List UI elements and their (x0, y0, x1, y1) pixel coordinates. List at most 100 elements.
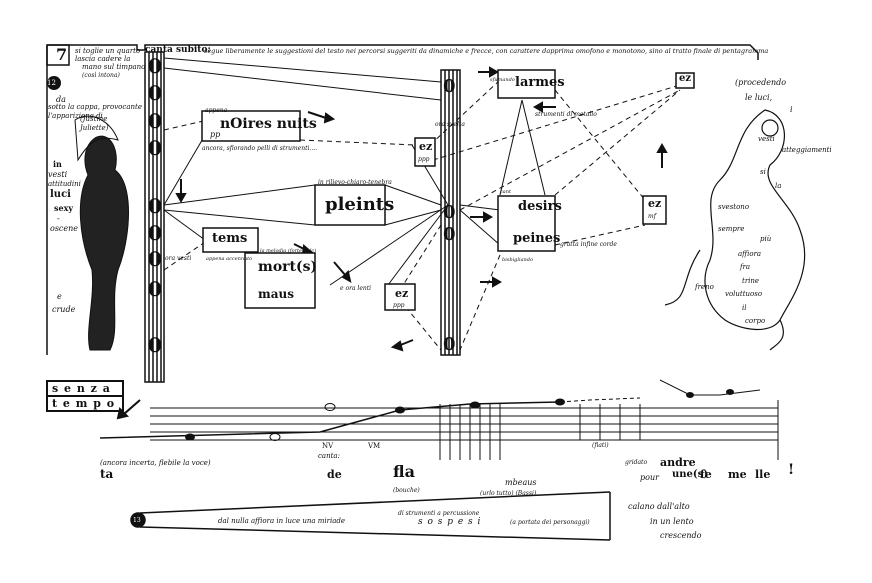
right-line-10: più (760, 235, 772, 243)
lyric-bouche: (bouche) (393, 487, 420, 494)
word-sfumando: sfumando (490, 77, 515, 83)
word-melodia: la melodia (forte dolc) (260, 248, 317, 254)
circle-label-b: 13 (133, 517, 141, 524)
word-cant: cant (500, 189, 512, 195)
text-crescendo: crescendo (660, 531, 702, 540)
lyric-lle: lle (755, 468, 771, 481)
right-freno: freno (695, 283, 714, 291)
left-line-4: Juliette) (80, 124, 109, 132)
svg-text:0: 0 (148, 277, 162, 301)
left-staff-notes: 00 00 00 00 0 (148, 54, 162, 357)
lyric-fla: fla (393, 462, 415, 481)
left-col-9: crude (52, 305, 76, 314)
word-larmes: larmes (515, 75, 565, 90)
word-tems: tems (212, 231, 248, 246)
svg-text:0: 0 (148, 194, 162, 218)
word-maus: maus (258, 287, 294, 301)
left-da: da (56, 95, 66, 104)
header-left-3: mano sul timpano (82, 63, 146, 71)
right-line-13: trine (742, 277, 760, 285)
left-col-3: attitudini (48, 180, 81, 188)
svg-text:0: 0 (148, 247, 162, 271)
senza-label: s e n z a (52, 382, 111, 395)
word-pleints: pleints (325, 194, 395, 215)
header-instruction: segue liberamente le suggestioni del tes… (204, 47, 769, 55)
svg-text:0: 0 (148, 221, 162, 245)
wedge-strumenti: di strumenti a percussione (398, 510, 480, 517)
right-line-12: fra (740, 263, 751, 271)
right-line-6: si (760, 168, 766, 176)
word-desirs: desirs (518, 199, 562, 214)
bottom-staff (99, 379, 779, 460)
svg-text:0: 0 (443, 76, 456, 97)
right-line-1: (procedendo (735, 78, 787, 87)
text-calano: calano dall'alto (628, 502, 690, 511)
text-lento: in un lento (650, 517, 694, 526)
wedge-sospesi: s o s p e s i (418, 517, 482, 527)
word-ez-1: ez (395, 287, 409, 300)
lyric-fiati: (fiati) (592, 442, 609, 449)
header-left-4: (così intona) (82, 72, 120, 79)
right-staff-column (440, 69, 461, 356)
right-line-15: il (742, 304, 747, 312)
svg-text:0: 0 (148, 54, 162, 78)
left-line-3: (Justine (80, 115, 108, 123)
lyric-me: me (728, 468, 747, 481)
left-col-7: oscene (50, 224, 79, 233)
circle-label-a: 12 (47, 79, 56, 87)
dyn-mf: mf (648, 213, 656, 220)
lyric-ta: ta (100, 467, 114, 481)
lyric-gridato: gridato (625, 459, 648, 466)
word-ez-4: ez (679, 73, 692, 84)
svg-text:0: 0 (148, 136, 162, 160)
dyn-ppp-1: ppp (393, 302, 405, 309)
right-line-9: sempre (718, 225, 745, 233)
header-left-1: si toglie un quarto (75, 47, 141, 55)
left-staff-column (144, 51, 165, 383)
right-line-4: vesti (758, 135, 775, 143)
lyric-andre: andre (660, 456, 696, 469)
right-line-7: la (775, 182, 782, 190)
word-strumenti-metallo: strumenti di metallo (535, 111, 597, 118)
right-line-16: corpo (745, 317, 766, 325)
senza-tempo-box (46, 380, 124, 412)
lyric-canta: canta: (318, 452, 340, 460)
svg-text:0: 0 (443, 202, 456, 223)
word-noires-nuits: nOires nuits (220, 116, 317, 132)
right-line-11: affiora (738, 250, 762, 258)
word-appena: appena (205, 107, 228, 114)
left-line-2: l'apparizione di (48, 112, 103, 120)
svg-text:0: 0 (148, 109, 162, 133)
word-ora-vesti: ora vesti (165, 255, 192, 262)
dashed-path-lines (163, 79, 681, 351)
svg-text:0: 0 (443, 224, 456, 245)
bottom-staff-notes (185, 389, 734, 441)
section-number: 7 (56, 45, 68, 64)
word-gratta: gratta infine corde (560, 241, 617, 248)
lyric-mbeaus: mbeaus (505, 478, 537, 487)
header-left-2: lascia cadere la (75, 55, 131, 63)
word-appena-accennato: appena accennato (206, 256, 253, 262)
figure-left (74, 115, 129, 351)
path-lines (163, 57, 546, 286)
bottom-wedge (130, 491, 611, 541)
figure-right (664, 109, 806, 351)
word-morts: mort(s) (258, 259, 318, 275)
word-boxes (201, 69, 695, 311)
bottom-voice-note: (ancora incerta, flebile la voce) (100, 459, 211, 467)
wedge-portata: (a portata dei personaggi) (510, 519, 590, 526)
word-peines: peines (513, 231, 561, 246)
word-ora-lenti: e ora lenti (340, 285, 372, 292)
left-line-1: sotto la cappa, provocante (48, 103, 142, 111)
dyn-pp-1: pp (210, 130, 221, 139)
left-col-6: - (57, 214, 60, 223)
right-line-5: atteggiamenti (782, 146, 832, 154)
lyric-urlo: (urlo tutto) (Bassi) (480, 490, 537, 497)
wedge-text-1: dal nulla affiora in luce una miriade (218, 517, 346, 525)
left-col-8: e (57, 292, 62, 301)
word-ez-3: ez (648, 197, 662, 210)
left-col-2: vesti (48, 170, 68, 179)
canta-label: canta subito: (145, 45, 211, 55)
lyric-pour: pour (640, 473, 659, 482)
